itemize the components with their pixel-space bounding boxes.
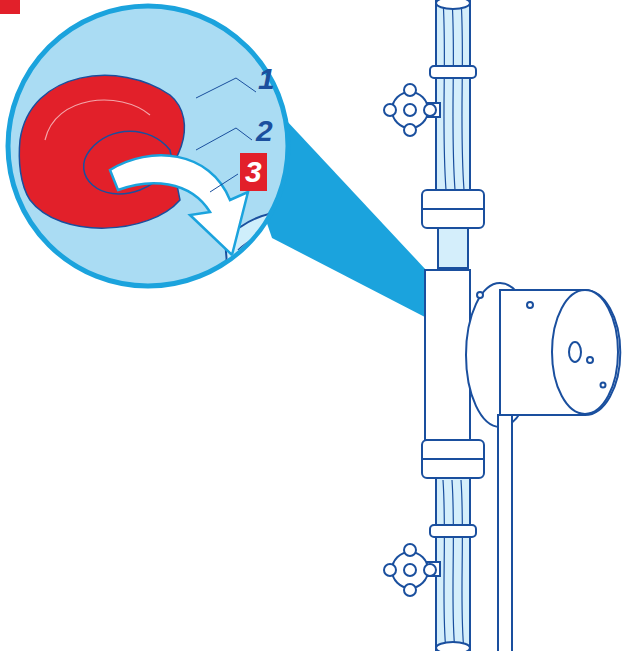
magnifier: [8, 6, 300, 300]
setting-number: 1: [258, 64, 275, 94]
setting-number: 2: [256, 116, 273, 146]
upper-pipe: [384, 0, 484, 268]
setting-highlight: 3: [240, 153, 267, 191]
step-badge: [0, 0, 20, 14]
pump-body: [425, 270, 620, 440]
lower-pipe: [384, 415, 512, 651]
setting-number: 3: [245, 157, 262, 187]
